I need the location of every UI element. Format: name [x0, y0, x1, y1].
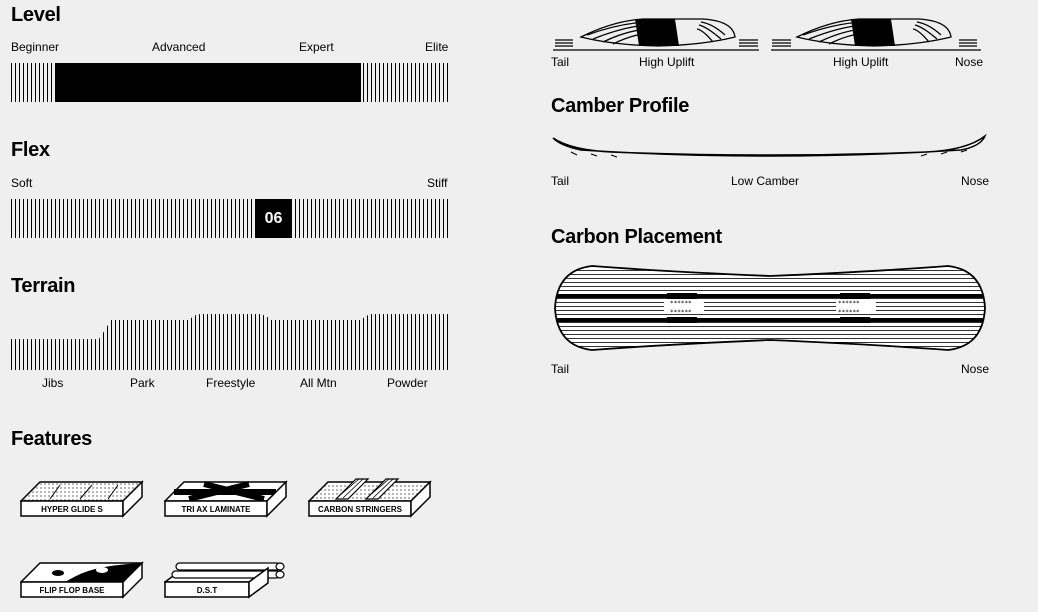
features-title: Features [11, 428, 92, 450]
level-label-advanced: Advanced [152, 40, 206, 54]
level-label-expert: Expert [299, 40, 334, 54]
hyper-glide-icon [19, 480, 144, 518]
svg-text:******: ****** [670, 309, 692, 316]
dst-icon [162, 562, 285, 599]
carbon-label-nose: Nose [961, 362, 990, 376]
carbon-label-tail: Tail [551, 362, 570, 376]
feature-label: CARBON STRINGERS [317, 505, 402, 514]
level-label-elite: Elite [425, 40, 449, 54]
uplift-label-right: High Uplift [833, 55, 889, 69]
svg-text:******: ****** [670, 300, 692, 307]
feature-hyper-glide: HYPER GLIDE S [19, 479, 144, 519]
feature-label: FLIP FLOP BASE [39, 586, 105, 595]
carbon-stringers-icon [307, 478, 432, 518]
terrain-graph [11, 314, 448, 370]
terrain-label-freestyle: Freestyle [206, 376, 256, 390]
uplift-label-left: High Uplift [639, 55, 695, 69]
feature-label: HYPER GLIDE S [41, 505, 103, 514]
camber-profile-diagram [552, 133, 987, 158]
flex-scale: 06 [11, 199, 448, 238]
feature-label: D.S.T [196, 586, 218, 595]
flex-title: Flex [11, 139, 50, 161]
svg-text:******: ****** [838, 309, 860, 316]
feature-label: TRI AX LAMINATE [181, 505, 251, 514]
carbon-placement-diagram: ****** ****** ****** ****** [554, 265, 986, 351]
feature-carbon-stringers: CARBON STRINGERS [307, 477, 432, 519]
level-range-fill [55, 63, 361, 102]
triax-laminate-icon [163, 480, 288, 518]
flex-label-soft: Soft [11, 176, 33, 190]
terrain-label-park: Park [130, 376, 155, 390]
carbon-title: Carbon Placement [551, 226, 722, 248]
feature-dst: D.S.T [162, 558, 290, 600]
camber-label-nose: Nose [961, 174, 990, 188]
level-title: Level [11, 4, 61, 26]
level-scale [11, 63, 448, 102]
camber-title: Camber Profile [551, 95, 690, 117]
uplift-label-nose: Nose [955, 55, 984, 69]
svg-text:******: ****** [838, 300, 860, 307]
feature-flip-flop-base: FLIP FLOP BASE [19, 560, 144, 600]
camber-label-tail: Tail [551, 174, 570, 188]
flip-flop-base-icon [19, 561, 144, 599]
terrain-label-all-mtn: All Mtn [300, 376, 337, 390]
uplift-diagram [553, 18, 981, 51]
uplift-label-tail: Tail [551, 55, 570, 69]
feature-triax-laminate: TRI AX LAMINATE [163, 479, 288, 519]
flex-value-marker: 06 [256, 199, 291, 238]
terrain-label-powder: Powder [387, 376, 428, 390]
level-label-beginner: Beginner [11, 40, 60, 54]
terrain-label-jibs: Jibs [42, 376, 64, 390]
terrain-title: Terrain [11, 275, 76, 297]
camber-label-center: Low Camber [731, 174, 800, 188]
flex-label-stiff: Stiff [427, 176, 448, 190]
